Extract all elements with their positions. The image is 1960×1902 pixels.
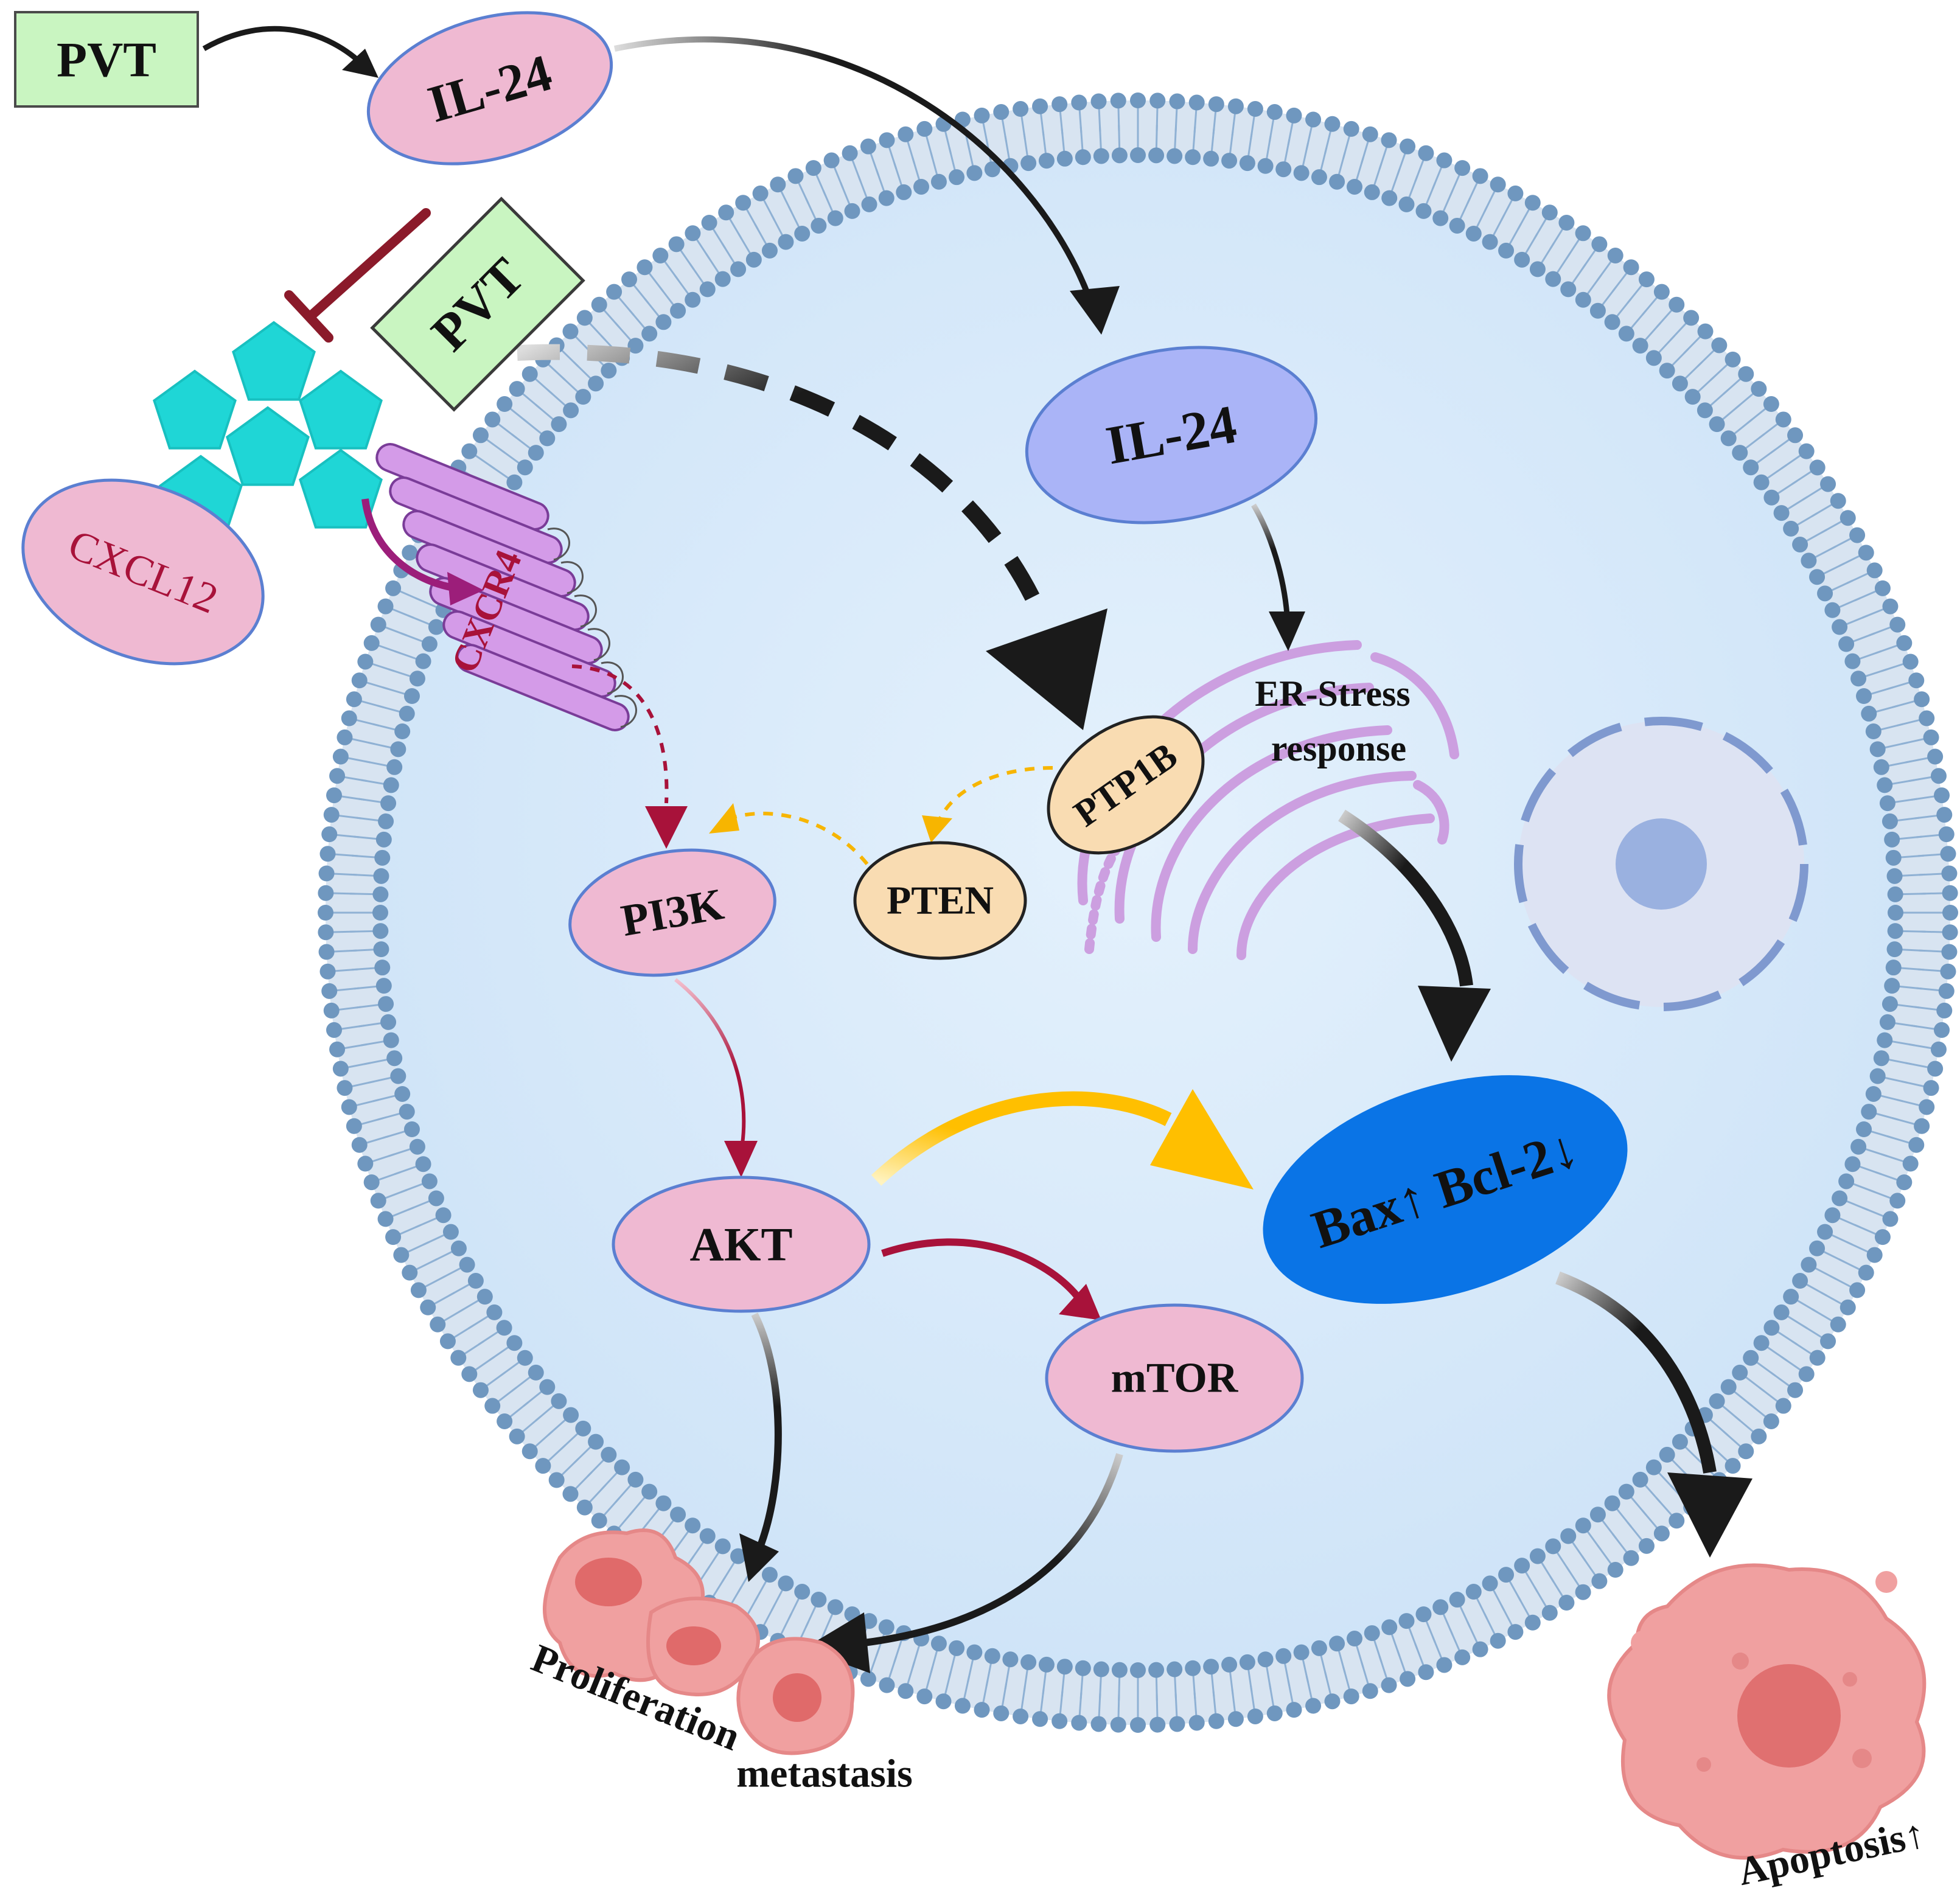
il24-outer-node: IL-24 [366, 11, 613, 165]
inhibit-arrow [284, 208, 431, 343]
pten-label: PTEN [887, 879, 994, 923]
arrow-akt-to-bax [871, 1089, 1254, 1190]
cxcr4-receptor [375, 443, 637, 731]
cxcl12-node: CXCL12 [21, 478, 265, 666]
cxcl12-pentagon [153, 369, 237, 450]
mtor-node: mTOR [1045, 1303, 1304, 1453]
arrow-akt-to-mtor [881, 1238, 1101, 1320]
arrow-il24-into-cell [613, 36, 1120, 335]
arrow-ptp1b-to-pten [922, 766, 1053, 843]
er-stress-label: ER-Stress [1255, 674, 1411, 714]
akt-node: AKT [612, 1176, 871, 1313]
pvt-box-rotated: PVT [370, 197, 585, 412]
arrow-pvt-to-il24 [202, 26, 378, 78]
arrow-pten-to-pi3k [709, 803, 869, 865]
pi3k-node: PI3K [568, 848, 776, 977]
er-response-label: response [1271, 728, 1406, 768]
receptor-helix [456, 644, 630, 731]
ptp1b-node: PTP1B [1047, 715, 1205, 855]
akt-label: AKT [689, 1218, 792, 1271]
arrow-il24-to-er [1251, 503, 1305, 651]
cxcl12-pentagon [299, 448, 383, 529]
receptor-loop [614, 695, 637, 728]
pvt-box-top: PVT [14, 11, 199, 108]
metastasis-label: metastasis [736, 1752, 913, 1796]
receptor-loop [547, 528, 570, 561]
arrow-pvt-dashed-to-ptp1b [517, 344, 1107, 730]
arrow-mtor-to-metastasis [803, 1453, 1123, 1673]
nucleolus [1616, 818, 1707, 910]
receptor-loop [574, 594, 597, 628]
arrow-cxcr4-to-pi3k [571, 664, 688, 849]
apoptotic-cell [1607, 1563, 1927, 1860]
receptor-loop [601, 661, 624, 695]
arrow-bax-to-apoptosis [1555, 1271, 1752, 1558]
arrow-er-to-bax [1338, 809, 1491, 1062]
pvt-top-label: PVT [57, 32, 156, 88]
arrow-cxcl12-to-cxcr4 [361, 498, 484, 605]
receptor-loop [560, 561, 584, 594]
arrow-pi3k-to-akt [674, 978, 758, 1177]
mtor-label: mTOR [1111, 1355, 1239, 1402]
il24-inner-node: IL-24 [1025, 346, 1318, 524]
cxcl12-pentagon [232, 321, 316, 401]
cxcl12-pentagon [226, 406, 310, 486]
bax-bcl2-node: Bax↑ Bcl-2↓ [1263, 1075, 1628, 1304]
pten-node: PTEN [853, 841, 1027, 960]
arrow-akt-to-proliferation [739, 1312, 782, 1582]
proliferating-cells [543, 1528, 855, 1755]
nucleus [1514, 717, 1808, 1011]
receptor-loop [587, 628, 610, 661]
cxcl12-pentagon [299, 369, 383, 450]
